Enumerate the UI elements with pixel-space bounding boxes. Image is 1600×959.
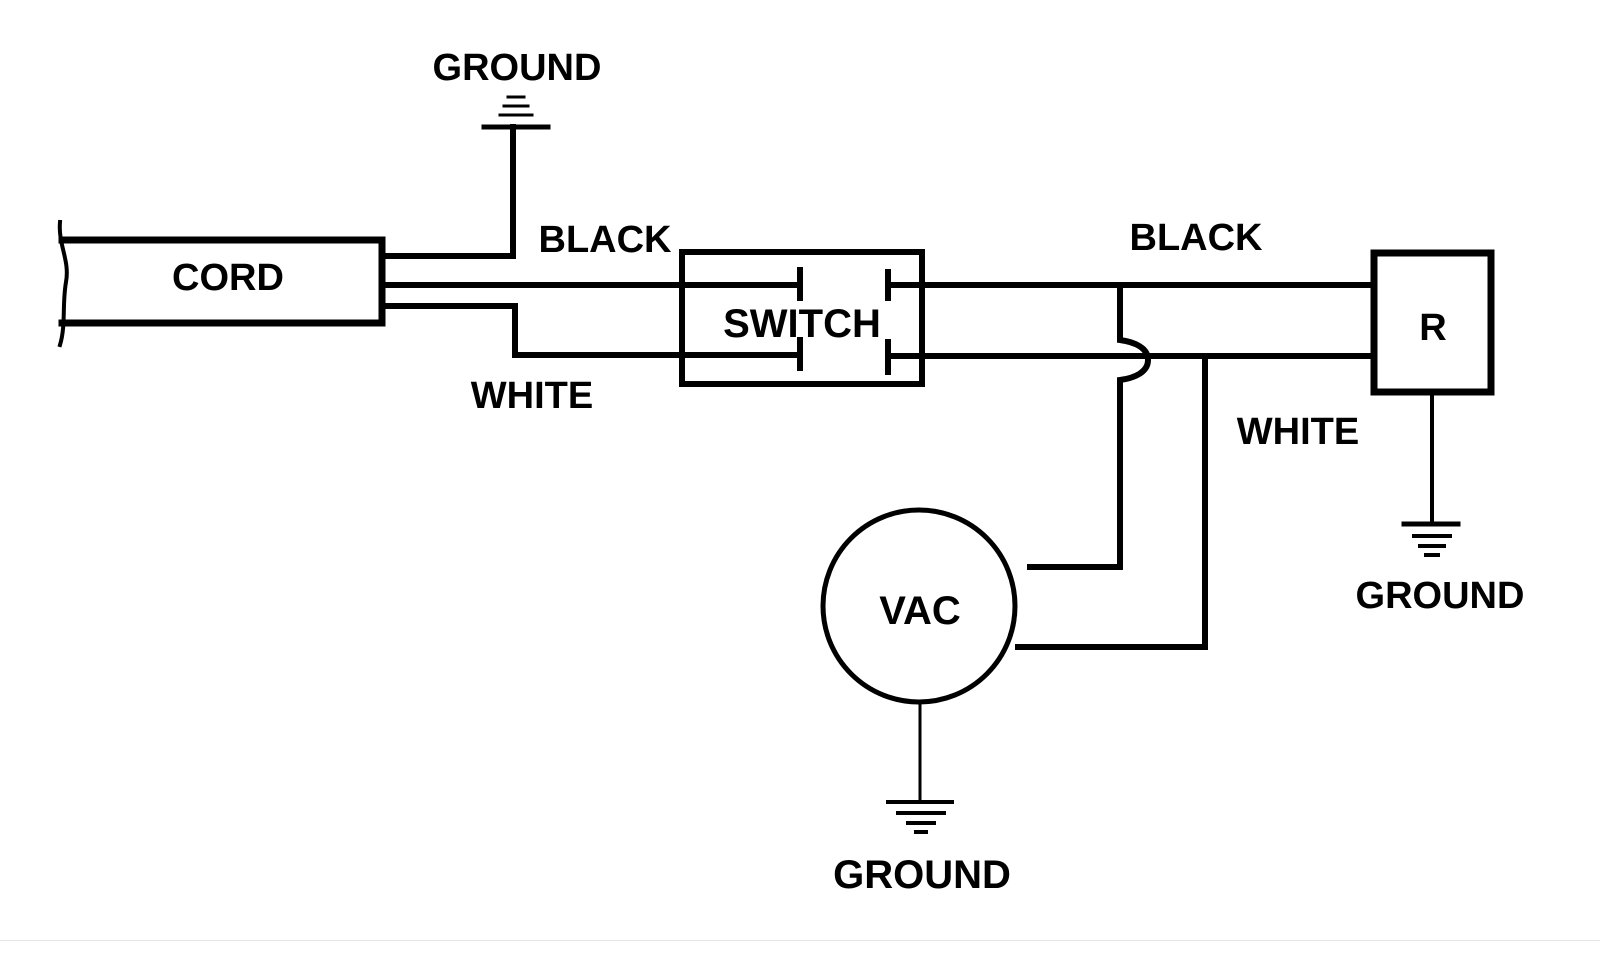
bottom-divider [0,940,1600,941]
ground-symbol-icon [886,800,954,834]
cord-cut-edge [57,219,69,348]
ground-wire [379,124,516,259]
vac-black-tap [1027,282,1152,570]
switch-label: SWITCH [723,302,881,346]
load-ground-label: GROUND [1356,575,1525,617]
load-box [1370,249,1495,396]
cord-body [58,236,386,327]
black-out-label: BLACK [1130,217,1264,259]
cord-ground: GROUND [379,47,602,259]
switch: SWITCH [679,249,925,387]
cord-label: CORD [172,257,284,299]
load-r: R GROUND [1356,249,1525,617]
vac-white-tap [1015,353,1208,650]
black-in-label: BLACK [539,219,673,261]
white-out-label: WHITE [1237,411,1359,453]
cord-ground-label: GROUND [433,47,602,89]
cord: CORD [57,219,386,348]
vac-source: VAC GROUND [820,507,1018,897]
switch-box [679,249,925,387]
vac-label: VAC [879,589,960,633]
ground-symbol-icon [1401,521,1461,557]
vac-ground-label: GROUND [833,853,1011,897]
white-in-label: WHITE [471,375,593,417]
load-label: R [1419,307,1446,349]
ground-symbol-icon [481,95,551,130]
white-wire-in [379,303,799,358]
